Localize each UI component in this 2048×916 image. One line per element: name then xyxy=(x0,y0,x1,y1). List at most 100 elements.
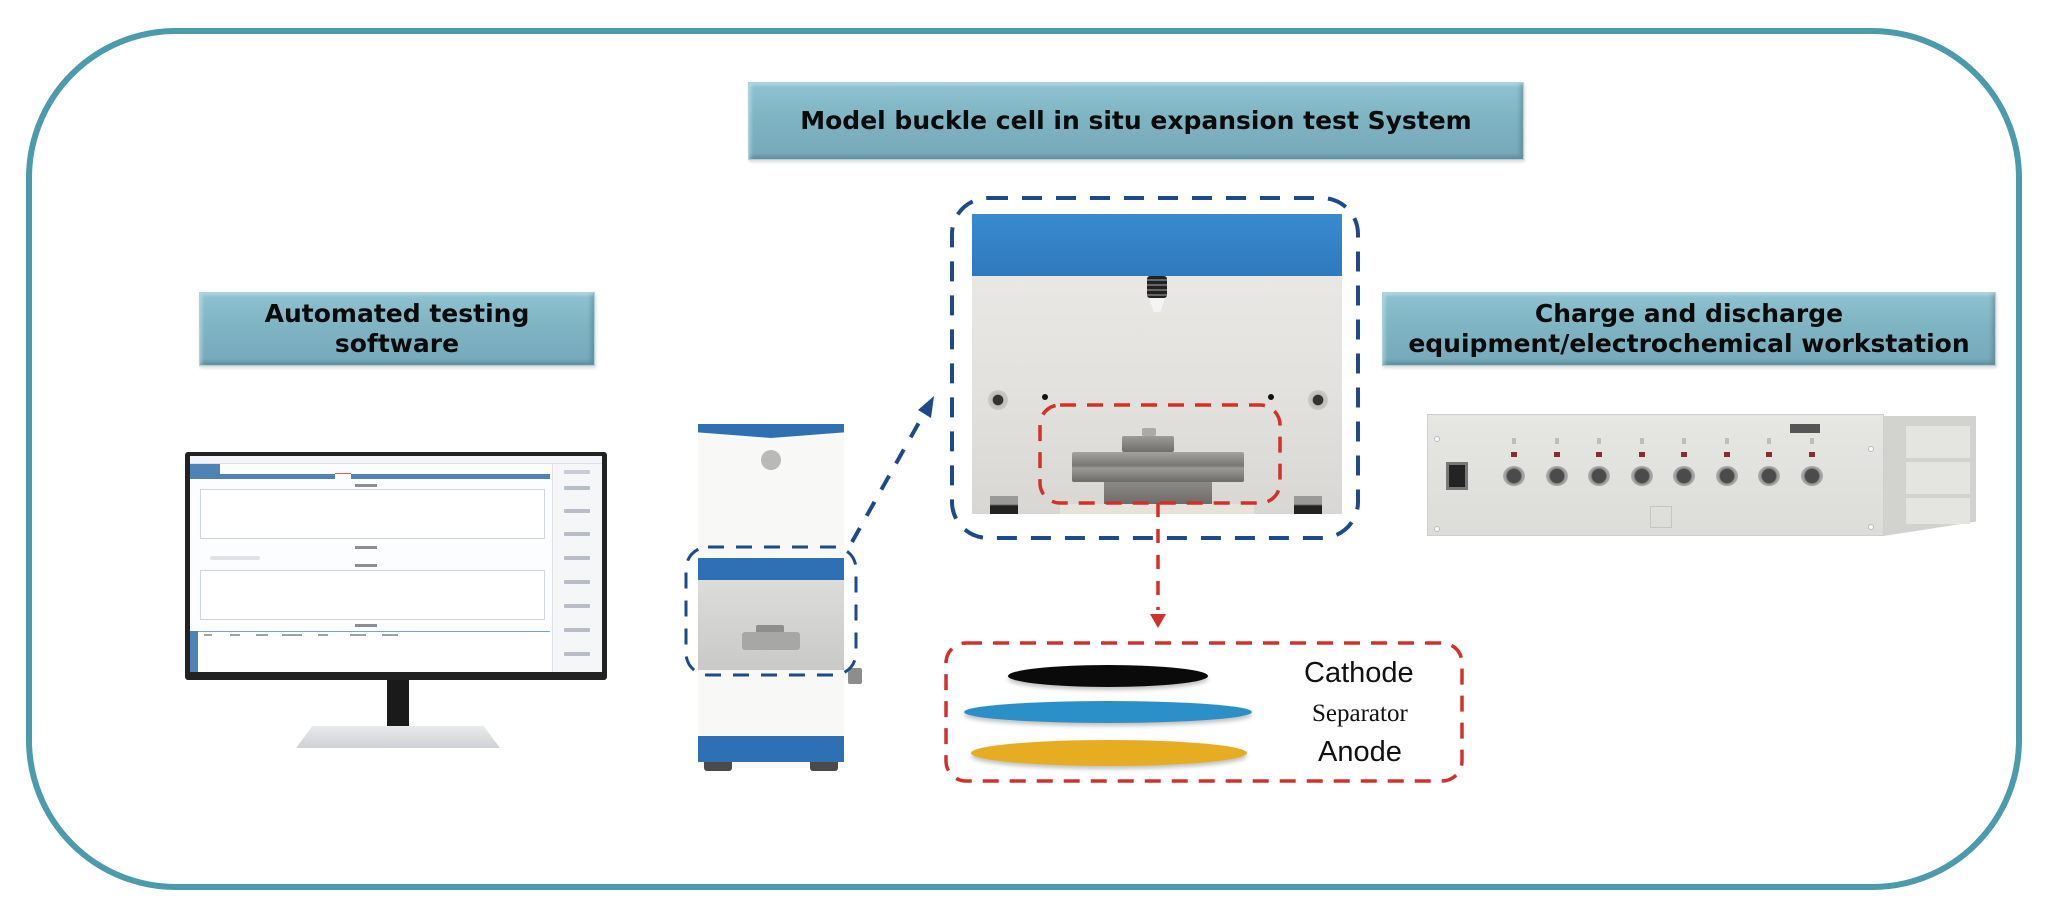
screen-table-col xyxy=(204,634,212,636)
device-to-chamber-line xyxy=(850,409,928,543)
channel-label xyxy=(1597,438,1601,444)
screen-input xyxy=(210,556,260,560)
channel-port xyxy=(1758,466,1780,486)
channel-label xyxy=(1809,438,1814,444)
channel-led-icon xyxy=(1766,452,1772,457)
workstation-vent xyxy=(1906,498,1970,524)
software-screen xyxy=(190,456,602,672)
channel-port xyxy=(1545,466,1568,486)
screen-table xyxy=(190,631,550,672)
channel-led-icon xyxy=(1638,452,1645,457)
channel-label xyxy=(1682,438,1686,444)
blue-arrowhead-icon xyxy=(918,396,934,418)
channel-port xyxy=(1503,466,1525,486)
channel-label xyxy=(1724,438,1729,444)
channel-port xyxy=(1673,466,1695,486)
chamber-foot xyxy=(990,496,1018,514)
screen-side-button xyxy=(564,470,590,474)
screen-chart-title xyxy=(355,564,377,567)
screen-side-button xyxy=(564,604,590,608)
channel-label xyxy=(1554,438,1559,444)
rack-screw xyxy=(1434,436,1440,442)
screen-table-col xyxy=(282,634,302,636)
device-blue-band xyxy=(698,558,844,580)
device-callout-box xyxy=(684,545,858,677)
outer-frame xyxy=(26,28,2022,890)
device-foot xyxy=(810,762,838,771)
workstation-badge xyxy=(1790,424,1820,433)
screen-axis-label xyxy=(355,546,377,549)
device-chamber-window xyxy=(698,580,844,670)
power-switch xyxy=(1446,462,1468,490)
screen-chart-title xyxy=(355,484,377,487)
cell-holder-callout-box xyxy=(1038,403,1282,505)
screen-active-tab xyxy=(335,473,351,479)
chamber-screw xyxy=(988,390,1008,410)
screen-table-col xyxy=(350,634,366,636)
screen-side-button xyxy=(564,509,590,513)
screen-table-col xyxy=(318,634,328,636)
chamber-hole xyxy=(1268,394,1274,400)
rack-screw xyxy=(1868,524,1874,530)
screen-menu xyxy=(190,464,220,474)
red-arrowhead-icon xyxy=(1150,614,1166,628)
screen-tabbar xyxy=(190,474,550,479)
screen-table-col xyxy=(256,634,268,636)
screen-titlebar xyxy=(190,456,602,464)
channel-led-icon xyxy=(1681,452,1687,457)
cell-holder-base xyxy=(1104,482,1212,504)
device-side-knob xyxy=(848,668,862,684)
channel-label xyxy=(1639,438,1644,444)
chamber-hole xyxy=(1042,394,1048,400)
rack-screw xyxy=(1434,526,1440,532)
device-knob xyxy=(761,450,781,470)
cell-layers-callout-box xyxy=(944,641,1464,783)
system-title: Model buckle cell in situ expansion test… xyxy=(800,106,1472,135)
chamber-callout-box xyxy=(950,196,1360,540)
probe-tip xyxy=(1149,298,1165,312)
screen-table-bar xyxy=(190,631,198,672)
equipment-label-line2: equipment/electrochemical workstation xyxy=(1408,329,1970,358)
channel-port xyxy=(1630,466,1653,486)
chamber-top-plate xyxy=(972,214,1342,276)
separator-label: Separator xyxy=(1312,700,1408,727)
workstation-vent xyxy=(1906,426,1970,458)
displacement-probe xyxy=(1147,276,1167,298)
screen-side-button xyxy=(564,580,590,584)
channel-port xyxy=(1715,466,1738,486)
screen-side-button xyxy=(564,486,590,490)
screen-table-col xyxy=(230,634,240,636)
workstation-vent xyxy=(1906,462,1970,494)
monitor xyxy=(185,452,607,680)
device-foot xyxy=(704,762,732,771)
channel-port xyxy=(1800,466,1823,486)
equipment-label-line1: Charge and discharge xyxy=(1534,299,1844,328)
screen-table-col xyxy=(382,634,398,636)
expansion-test-device xyxy=(698,424,844,771)
screen-side-button xyxy=(564,556,590,560)
screen-plot-1 xyxy=(200,489,545,539)
chamber-foot xyxy=(1294,496,1322,514)
channel-led-icon xyxy=(1723,452,1730,457)
channel-port xyxy=(1588,466,1610,486)
device-base-band xyxy=(698,736,844,762)
screen-side-button xyxy=(564,532,590,536)
equipment-label-box: Charge and discharge equipment/electroch… xyxy=(1382,292,1996,366)
monitor-stand-neck xyxy=(387,680,409,734)
channel-led-icon xyxy=(1553,452,1560,457)
system-title-box: Model buckle cell in situ expansion test… xyxy=(748,82,1524,160)
channel-label xyxy=(1512,438,1516,444)
chamber-screw xyxy=(1308,390,1328,410)
cell-holder-knob xyxy=(1142,428,1156,436)
cell-holder-cap xyxy=(1122,436,1174,452)
screen-axis-label xyxy=(355,624,377,627)
screen-plot-2 xyxy=(200,570,545,620)
workstation-logo xyxy=(1650,506,1672,528)
anode-layer xyxy=(971,740,1247,766)
cell-holder-disc xyxy=(1072,452,1244,482)
cathode-label: Cathode xyxy=(1304,657,1414,689)
device-cell-holder xyxy=(742,632,800,650)
channel-led-icon xyxy=(1596,452,1602,457)
channel-led-icon xyxy=(1808,452,1815,457)
